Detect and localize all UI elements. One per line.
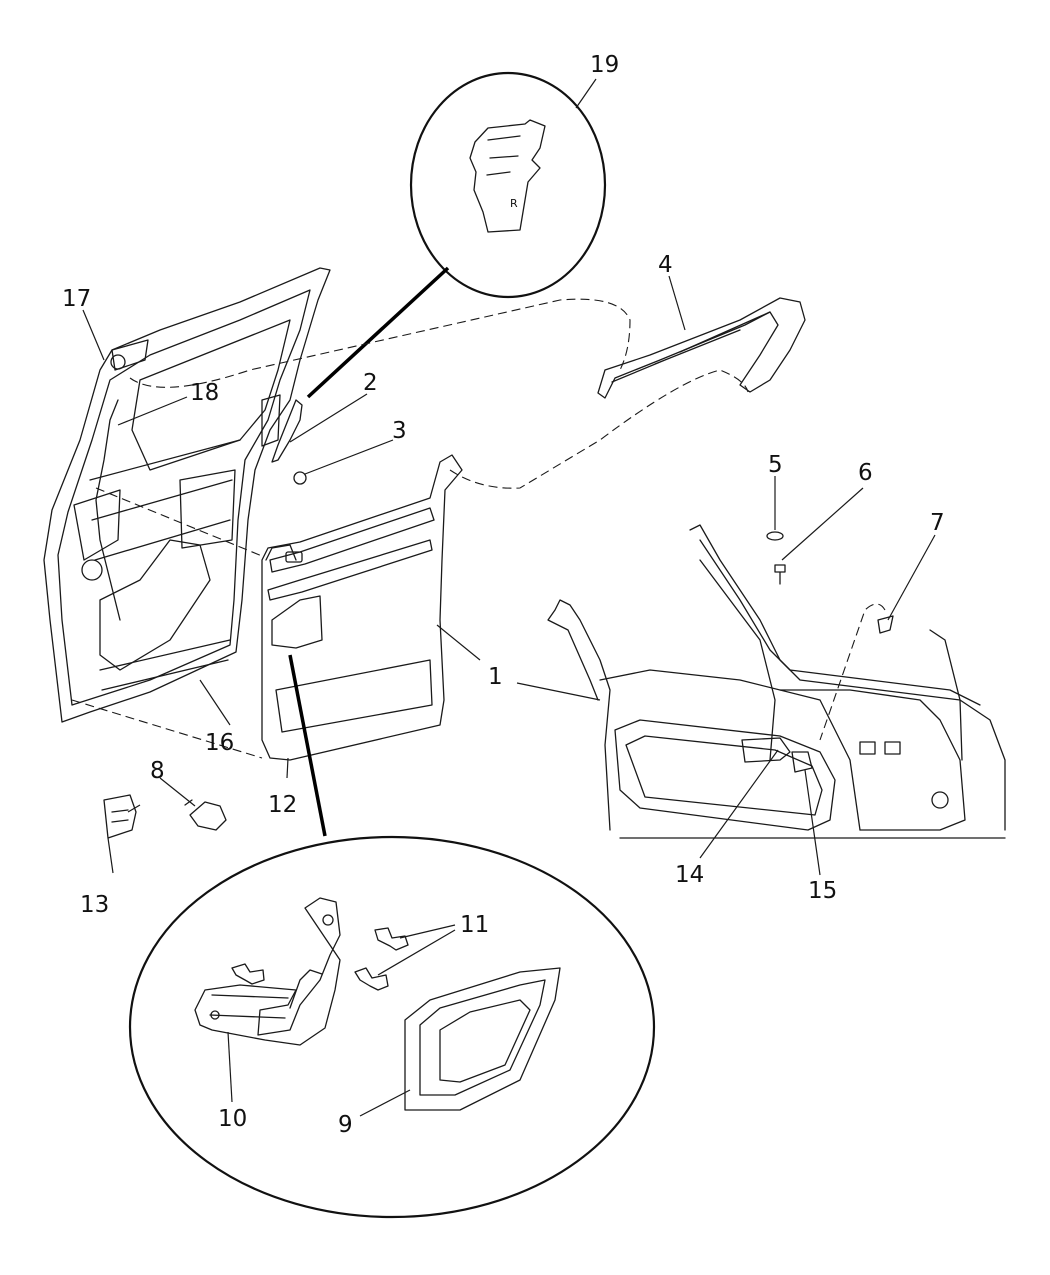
detail-circle-handle xyxy=(128,835,656,1219)
bracket-2 xyxy=(271,399,303,463)
callout-1a: 1 xyxy=(488,664,503,690)
plug-5 xyxy=(766,531,784,541)
callout-12: 12 xyxy=(268,792,297,818)
callout-4: 4 xyxy=(658,252,673,278)
callout-19: 19 xyxy=(590,52,619,78)
screw-6 xyxy=(774,564,786,585)
callout-18: 18 xyxy=(190,380,219,406)
callout-11: 11 xyxy=(460,912,489,938)
alignment-line-upper xyxy=(95,487,263,557)
door-assembled-view xyxy=(547,524,1006,839)
wire-harness xyxy=(95,399,121,621)
callout-7: 7 xyxy=(930,510,945,536)
detail-leader-handle xyxy=(288,654,327,837)
harness-route-1 xyxy=(129,298,631,388)
detail-circle-bracket: R xyxy=(409,71,607,299)
callout-6: 6 xyxy=(858,460,873,486)
alignment-line-16 xyxy=(71,699,263,759)
callout-3: 3 xyxy=(392,418,407,444)
clip-7 xyxy=(877,615,894,634)
callout-14: 14 xyxy=(675,862,704,888)
side-mark: R xyxy=(510,197,518,210)
callout-10: 10 xyxy=(218,1106,247,1132)
callouts: 19 4 17 18 2 3 5 6 7 1 16 8 12 14 15 13 … xyxy=(62,52,945,1138)
detail-leader-19 xyxy=(306,266,450,399)
push-nut-3 xyxy=(293,471,307,485)
weatherstrip xyxy=(597,297,806,399)
trim-panel xyxy=(261,454,463,761)
callout-2: 2 xyxy=(363,370,378,396)
callout-17: 17 xyxy=(62,286,91,312)
clip-13 xyxy=(103,794,137,839)
callout-15: 15 xyxy=(808,878,837,904)
clip-route-7 xyxy=(819,603,886,741)
clip-13-tab xyxy=(127,804,141,813)
callout-9: 9 xyxy=(338,1112,353,1138)
callout-13: 13 xyxy=(80,892,109,918)
callout-16: 16 xyxy=(205,730,234,756)
door-shell xyxy=(43,267,331,723)
callout-5: 5 xyxy=(768,452,783,478)
fastener-8 xyxy=(184,799,227,831)
leader-lines xyxy=(82,78,936,1117)
harness-route-2 xyxy=(449,369,749,489)
callout-8: 8 xyxy=(150,758,165,784)
